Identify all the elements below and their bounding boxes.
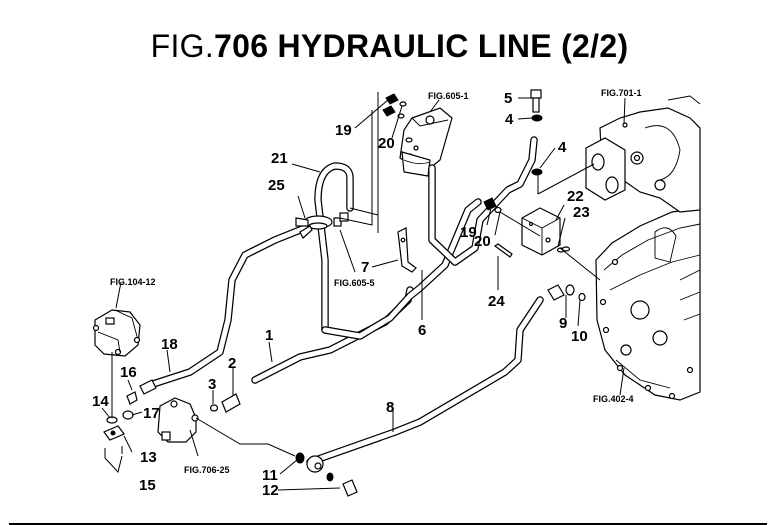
part-label-17: 17 [143,405,160,422]
clamp-25 [295,212,349,239]
part-label-23: 23 [573,204,590,221]
part-label-18: 18 [161,336,178,353]
ref-fig-402-4: FIG.402-4 [593,394,634,404]
ref-fig-605-1: FIG.605-1 [428,91,469,101]
block-22 [521,207,571,256]
part-label-20-upper: 20 [378,135,395,152]
part-label-7: 7 [361,259,369,276]
part-label-8: 8 [386,399,394,416]
part-label-9: 9 [559,315,567,332]
figure-title-text: 706 HYDRAULIC LINE (2/2) [214,28,629,64]
part-label-3: 3 [208,376,216,393]
part-label-13: 13 [140,449,157,466]
fittings [103,89,586,497]
pipes [146,136,544,466]
ref-fig-706-25: FIG.706-25 [184,465,230,475]
part-label-20-mid: 20 [474,233,491,250]
ref-fig-605-5: FIG.605-5 [334,278,375,288]
part-label-4-upper: 4 [505,111,514,128]
part-label-4-lower: 4 [558,139,567,156]
steering-unit [399,107,453,177]
part-label-14: 14 [92,393,109,410]
part-label-6: 6 [418,322,426,339]
ref-fig-701-1: FIG.701-1 [601,88,642,98]
part-label-24: 24 [488,293,505,310]
part-label-19-upper: 19 [335,122,352,139]
part-labels: 1 2 3 4 4 5 6 7 8 9 10 11 12 13 14 15 16… [92,90,590,499]
part-label-25: 25 [268,177,285,194]
part-label-21: 21 [271,150,288,167]
leader-lines [101,92,626,491]
figure-title: FIG.706 HYDRAULIC LINE (2/2) [0,28,779,65]
part-label-2: 2 [228,355,236,372]
part-label-15: 15 [139,477,156,494]
part-label-12: 12 [262,482,279,499]
bottom-divider [9,523,767,525]
part-label-11: 11 [262,467,278,484]
upper-housing [585,95,701,213]
valve-706-25 [157,397,199,443]
engine-housing [595,207,701,401]
part-label-19-mid: 19 [460,224,477,241]
part-label-22: 22 [567,188,584,205]
part-label-10: 10 [571,328,588,345]
ref-fig-104-12: FIG.104-12 [110,277,156,287]
pump [92,309,141,357]
part-label-5: 5 [504,90,512,107]
figure-references: FIG.605-1 FIG.701-1 FIG.605-5 FIG.104-12… [110,88,642,475]
part-label-16: 16 [120,364,137,381]
figure-title-prefix: FIG. [150,28,215,64]
part-label-1: 1 [265,327,273,344]
bracket-7 [397,227,417,273]
